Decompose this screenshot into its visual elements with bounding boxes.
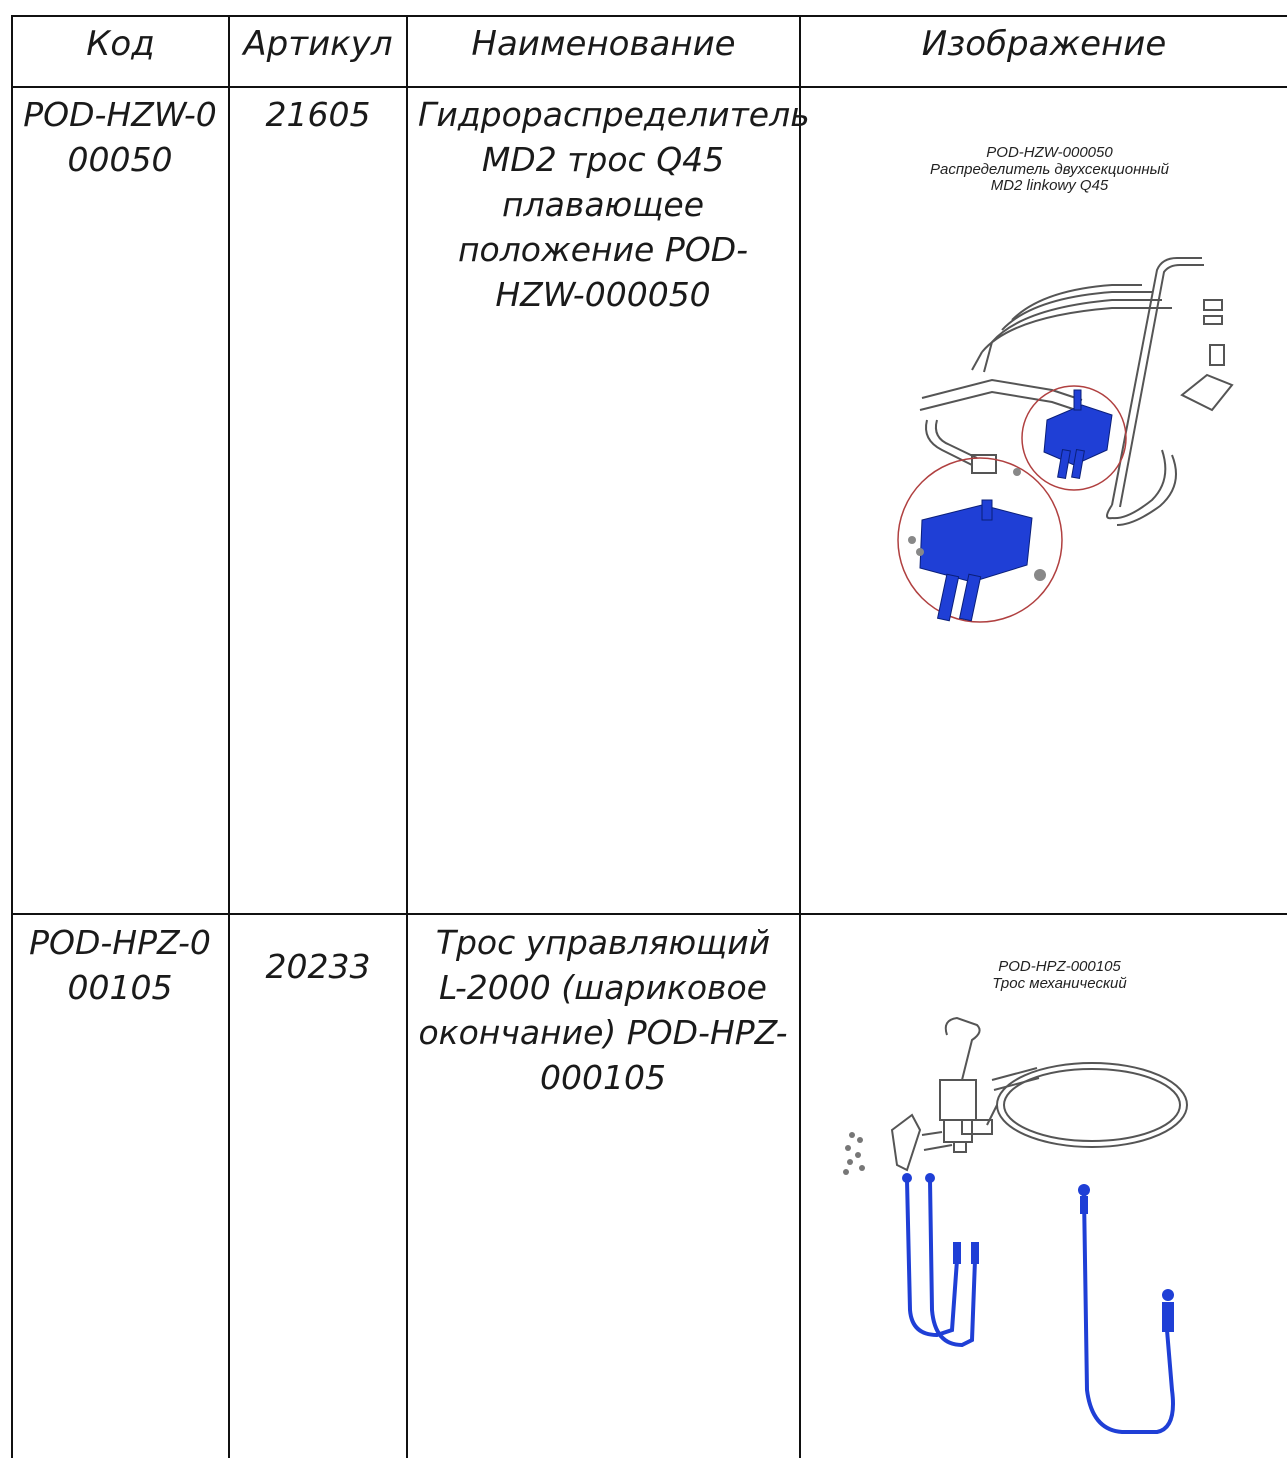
table-border-header [11, 86, 1287, 88]
row2-article: 20233 [265, 947, 371, 986]
row2-product-image: POD-HPZ-000105 Трос механический [812, 940, 1287, 1450]
row1-image-code: POD-HZW-000050 [986, 144, 1113, 161]
row1-name: Гидрораспределитель MD2 трос Q45 плавающ… [418, 95, 810, 314]
row2-code: POD-HPZ-000105 [29, 923, 211, 1007]
hydraulic-valve-drawing [897, 257, 1234, 623]
row1-image-title1: Распределитель двухсекционный [930, 161, 1169, 178]
header-code: Код [86, 24, 155, 64]
row2-image-title1: Трос механический [992, 975, 1127, 992]
header-article: Артикул [243, 24, 393, 64]
row2-name: Трос управляющий L-2000 (шариковое оконч… [418, 923, 788, 1097]
row2-image-code: POD-HPZ-000105 [998, 958, 1121, 975]
row1-image-title2: MD2 linkowy Q45 [990, 177, 1109, 194]
table-border-col3 [799, 15, 801, 1458]
table-border-col1 [228, 15, 230, 1458]
table-border-row1 [11, 913, 1287, 915]
table-border-left [11, 15, 13, 1458]
control-cable-drawing [843, 1016, 1188, 1434]
table-border-col2 [406, 15, 408, 1458]
row1-article: 21605 [265, 95, 371, 134]
table-border-top [11, 15, 1287, 17]
header-image: Изображение [921, 24, 1167, 64]
row1-product-image: POD-HZW-000050 Распределитель двухсекцио… [812, 120, 1287, 640]
header-name: Наименование [471, 24, 736, 64]
row1-code: POD-HZW-000050 [23, 95, 217, 179]
